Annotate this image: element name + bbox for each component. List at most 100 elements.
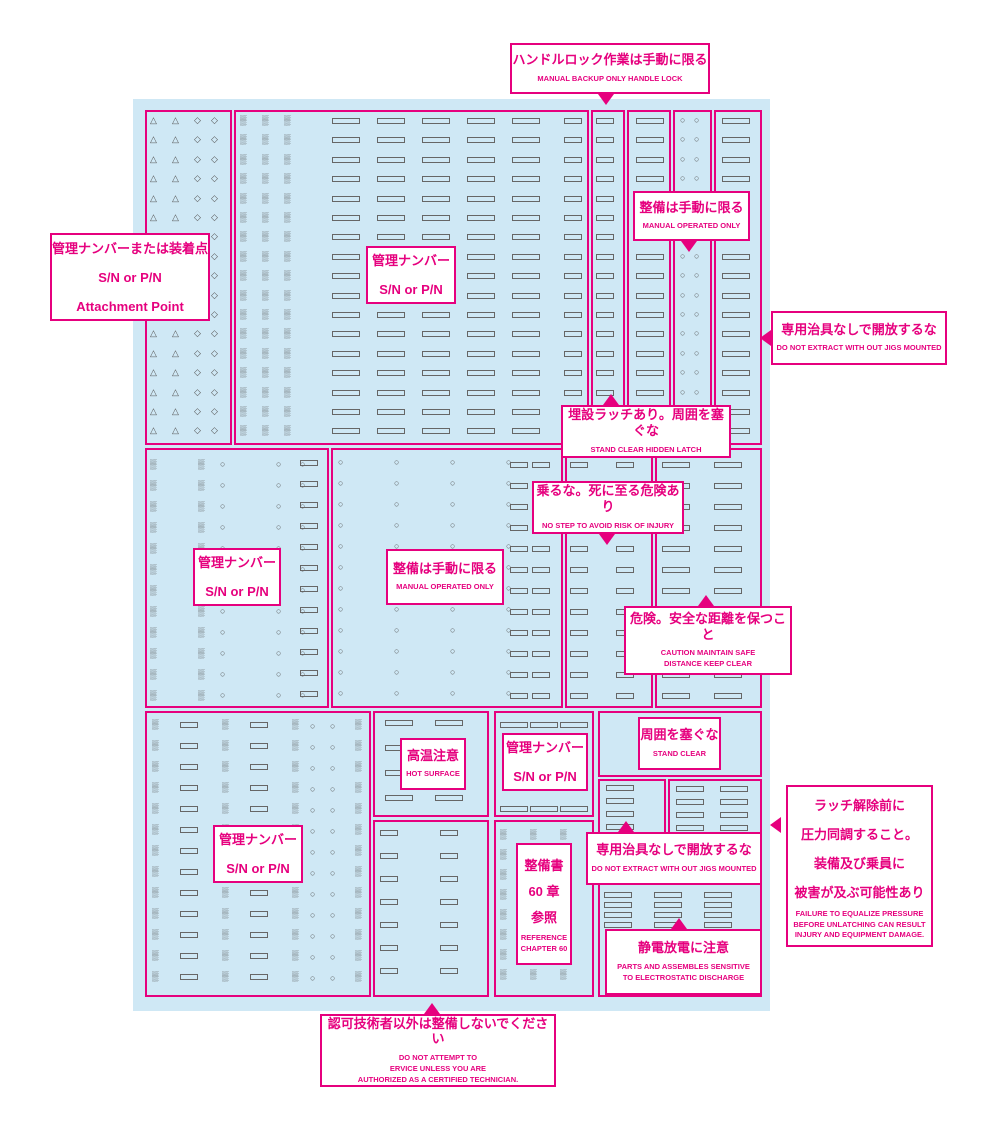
label-plate-icon: [467, 273, 495, 280]
label-plate-icon: [377, 156, 405, 163]
label-plate-icon: [606, 811, 634, 817]
circle-icon: ○: [680, 347, 686, 358]
callout-line-3: 参照: [530, 910, 557, 926]
label-plate-icon: [300, 460, 318, 466]
hatch-icon: ▒: [560, 969, 567, 979]
label-plate-icon: [180, 743, 198, 749]
diamond-icon: ◇: [211, 289, 218, 300]
hatch-icon: ▒: [222, 929, 229, 939]
hatch-icon: ▒: [198, 522, 205, 532]
hatch-icon: ▒: [240, 289, 247, 300]
label-plate-icon: [596, 253, 614, 260]
circle-icon: ○: [506, 604, 512, 614]
zone-serial-bottom: [145, 711, 371, 997]
label-plate-icon: [300, 649, 318, 655]
circle-icon: ○: [506, 478, 512, 488]
label-plate-icon: [596, 156, 614, 163]
label-plate-icon: [467, 370, 495, 377]
circle-icon: ○: [450, 499, 456, 509]
circle-icon: ○: [680, 173, 686, 184]
label-plate-icon: [560, 722, 588, 728]
circle-icon: ○: [330, 889, 336, 899]
circle-icon: ○: [338, 625, 344, 635]
label-plate-icon: [377, 176, 405, 183]
circle-icon: ○: [310, 784, 316, 794]
label-plate-icon: [606, 798, 634, 804]
circle-icon: ○: [338, 604, 344, 614]
label-plate-icon: [440, 853, 458, 859]
label-plate-icon: [512, 331, 540, 338]
diamond-icon: ◇: [194, 153, 201, 164]
label-plate-icon: [532, 651, 550, 657]
callout-line-1: 管理ナンバー: [371, 253, 450, 268]
label-plate-icon: [377, 350, 405, 357]
hatch-icon: ▒: [150, 585, 157, 595]
callout-line-2: 圧力同調すること。: [800, 826, 918, 842]
callout-en-text: CHAPTER 60: [520, 944, 568, 953]
callout-en-text: ERVICE UNLESS YOU ARE: [389, 1063, 487, 1073]
triangle-icon: △: [150, 328, 157, 339]
hatch-icon: ▒: [152, 950, 159, 960]
circle-icon: ○: [300, 480, 306, 490]
hatch-icon: ▒: [355, 803, 362, 813]
circle-icon: ○: [310, 826, 316, 836]
callout-line-1: 管理ナンバー: [197, 555, 276, 570]
hatch-icon: ▒: [240, 386, 247, 397]
label-plate-icon: [332, 195, 360, 202]
label-plate-icon: [332, 156, 360, 163]
triangle-icon: △: [172, 134, 179, 145]
label-plate-icon: [180, 932, 198, 938]
label-plate-icon: [180, 953, 198, 959]
label-plate-icon: [530, 722, 558, 728]
callout-serial-attach: 管理ナンバーまたは装着点 S/N or P/N Attachment Point: [50, 233, 210, 321]
label-plate-icon: [510, 504, 528, 510]
label-plate-icon: [564, 156, 582, 163]
hatch-icon: ▒: [152, 740, 159, 750]
circle-icon: ○: [276, 648, 282, 658]
label-plate-icon: [332, 292, 360, 299]
callout-line-1: 整備書: [524, 858, 564, 874]
label-plate-icon: [570, 672, 588, 678]
circle-icon: ○: [394, 604, 400, 614]
label-plate-icon: [616, 546, 634, 552]
callout-line-2: S/N or P/N: [205, 584, 269, 599]
circle-icon: ○: [310, 952, 316, 962]
label-plate-icon: [564, 176, 582, 183]
callout-line-2: S/N or P/N: [98, 269, 162, 285]
hatch-icon: ▒: [355, 929, 362, 939]
hatch-icon: ▒: [500, 949, 507, 959]
circle-icon: ○: [276, 606, 282, 616]
callout-en-text: PARTS AND ASSEMBLES SENSITIVE: [617, 961, 750, 971]
circle-icon: ○: [310, 910, 316, 920]
label-plate-icon: [564, 370, 582, 377]
hatch-icon: ▒: [222, 950, 229, 960]
hatch-icon: ▒: [198, 480, 205, 490]
label-plate-icon: [300, 628, 318, 634]
arrow-up-icon: [671, 918, 687, 929]
diamond-icon: ◇: [211, 231, 218, 242]
label-plate-icon: [467, 176, 495, 183]
hatch-icon: ▒: [500, 889, 507, 899]
hatch-icon: ▒: [284, 173, 291, 184]
callout-jp-text: 乗るな。死に至る危険あり: [536, 483, 680, 515]
triangle-icon: △: [150, 425, 157, 436]
label-plate-icon: [616, 462, 634, 468]
diamond-icon: ◇: [211, 425, 218, 436]
hatch-icon: ▒: [284, 134, 291, 145]
callout-jp-text: 高温注意: [406, 747, 459, 763]
label-plate-icon: [510, 567, 528, 573]
hatch-icon: ▒: [530, 829, 537, 839]
hatch-icon: ▒: [240, 231, 247, 242]
label-plate-icon: [596, 292, 614, 299]
label-plate-icon: [676, 812, 704, 818]
circle-icon: ○: [450, 457, 456, 467]
hatch-icon: ▒: [152, 908, 159, 918]
label-plate-icon: [662, 567, 690, 573]
hatch-icon: ▒: [150, 690, 157, 700]
circle-icon: ○: [506, 646, 512, 656]
diamond-icon: ◇: [194, 328, 201, 339]
hatch-icon: ▒: [152, 929, 159, 939]
label-plate-icon: [332, 176, 360, 183]
label-plate-icon: [636, 156, 664, 163]
hatch-icon: ▒: [222, 908, 229, 918]
